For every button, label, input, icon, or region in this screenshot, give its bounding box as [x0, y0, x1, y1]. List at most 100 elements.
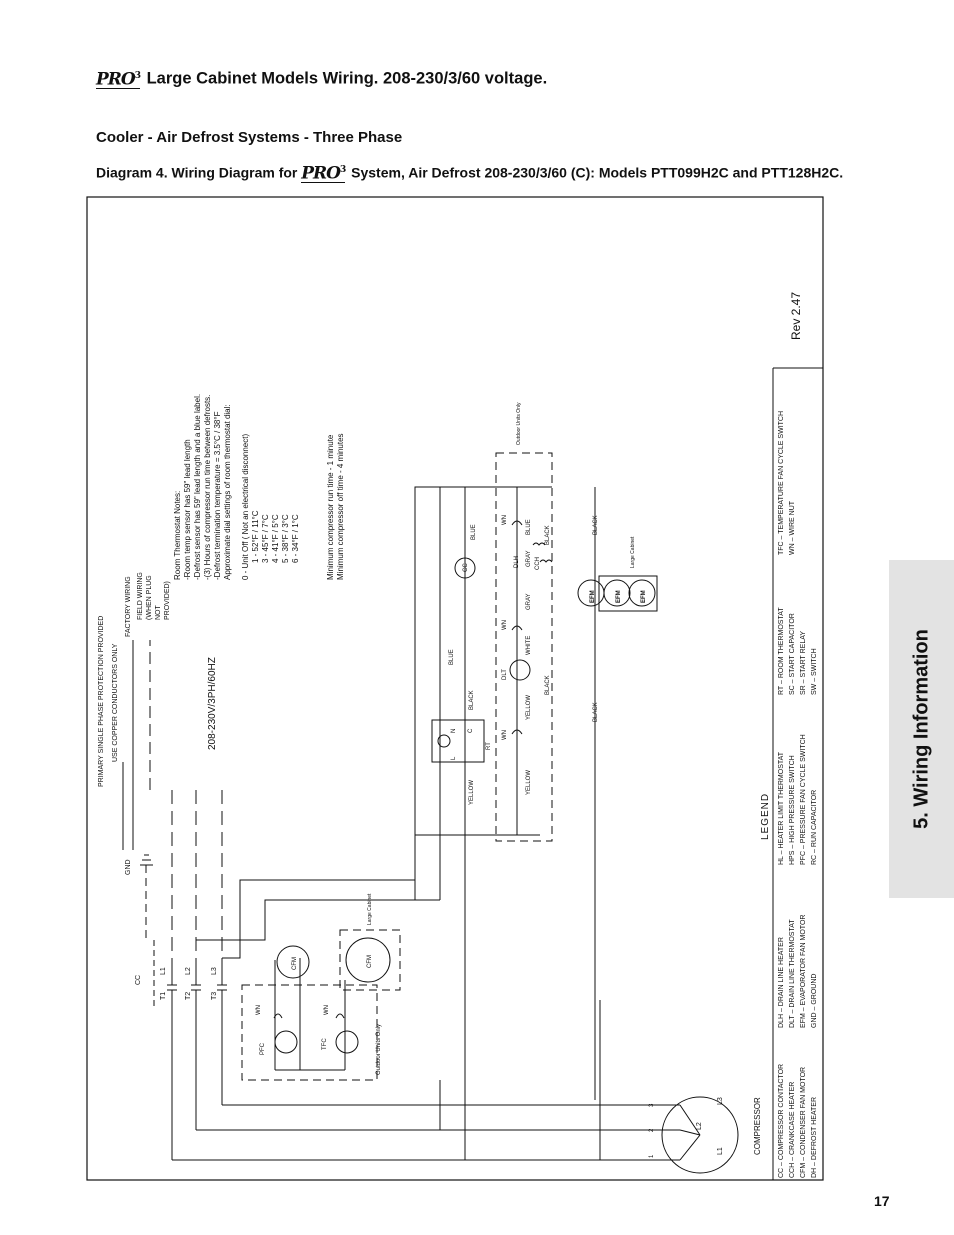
large-cabinet-label-cfm: Large Cabinet [367, 893, 373, 925]
wn-label-3: WN [502, 730, 508, 740]
power-supply-label: 208-230V/3PH/60HZ [207, 657, 218, 750]
wire-black-1: BLACK [469, 690, 475, 710]
rt-label: RT [486, 742, 492, 750]
outdoor-units-box-left [241, 984, 378, 1081]
compressor-term-1: 1 [649, 1154, 655, 1158]
cfm-label-1: CFM [292, 957, 298, 970]
contactor-contacts [167, 958, 227, 991]
thermostat-note-1: -Room temp sensor has 59" lead length [183, 439, 192, 580]
copper-note: USE COPPER CONDUCTORS ONLY [112, 643, 119, 762]
wire-black-5: BLACK [593, 515, 599, 535]
cc-l3-label: L3 [211, 967, 218, 975]
wire-yellow-3: YELLOW [526, 695, 532, 720]
compressor-l1-label: L1 [717, 1147, 724, 1155]
wn-label-2: WN [324, 1005, 330, 1015]
compressor-l3-label: L3 [717, 1097, 724, 1105]
legend-entry-rc: RC – RUN CAPACITOR [811, 790, 818, 865]
section-side-tab: 5. Wiring Information [889, 560, 954, 898]
wire-yellow-2: YELLOW [526, 770, 532, 795]
legend-entry-hps: HPS – HIGH PRESSURE SWITCH [789, 755, 796, 865]
wire-white: WHITE [526, 636, 532, 655]
field-wiring-label-2: (WHEN PLUG [146, 575, 153, 620]
tfc-label: TFC [322, 1038, 328, 1050]
large-cabinet-label-efm: Large Cabinet [630, 536, 636, 568]
gnd-label: GND [125, 859, 132, 875]
legend-entry-sc: SC – START CAPACITOR [789, 613, 796, 695]
legend-title: LEGEND [760, 793, 771, 840]
wn-label-5: WN [502, 515, 508, 525]
legend-entry-wn: WN – WIRE NUT [789, 500, 796, 555]
pro3-logo: PRO3 [96, 69, 141, 90]
field-wiring-label-1: FIELD WIRING [137, 572, 144, 620]
protection-note: PRIMARY SINGLE PHASE PROTECTION PROVIDED [98, 616, 105, 787]
outdoor-units-box-right [495, 452, 553, 842]
wire-yellow-1: YELLOW [469, 780, 475, 805]
efm-label-1: EFM [590, 590, 596, 603]
efm-label-3: EFM [641, 590, 647, 603]
wire-gray-2: GRAY [526, 550, 532, 567]
cch-label: CCH [535, 557, 541, 570]
cc-coil-label: CC [463, 563, 469, 572]
pfc-switch-symbol [274, 1030, 298, 1054]
cc-t2-label: T2 [185, 992, 192, 1000]
wn-label-1: WN [256, 1005, 262, 1015]
cfm-label-2: CFM [367, 955, 373, 968]
large-cabinet-box-cfm [339, 929, 401, 991]
cc-l1-label: L1 [160, 967, 167, 975]
compressor-label: COMPRESSOR [753, 1097, 762, 1155]
tfc-switch-symbol [335, 1030, 359, 1054]
wire-nut-symbols-right [511, 520, 523, 735]
factory-wiring-label: FACTORY WIRING [125, 576, 132, 637]
legend-entry-gnd: GND – GROUND [811, 974, 818, 1028]
compressor-windings [679, 1104, 701, 1161]
legend-entry-cch: CCH – CRANKCASE HEATER [789, 1082, 796, 1178]
legend-entry-cfm: CFM – CONDENSER FAN MOTOR [800, 1067, 807, 1178]
section-subtitle: Cooler - Air Defrost Systems - Three Pha… [96, 129, 403, 146]
cc-coil-symbol [454, 557, 476, 579]
efm-label-2: EFM [616, 590, 622, 603]
legend-entry-dlh: DLH – DRAIN LINE HEATER [778, 937, 785, 1028]
dlt-label: DLT [502, 669, 508, 680]
heater-coils [532, 542, 553, 563]
efm-motor-3 [628, 579, 656, 607]
pro3-logo-inline: PRO3 [301, 163, 346, 184]
legend-entry-tfc: TFC – TEMPERATURE FAN CYCLE SWITCH [778, 411, 785, 555]
wire-blue-3: BLUE [526, 519, 532, 535]
power-wires [171, 486, 680, 1161]
rt-term-n: N [451, 729, 457, 733]
wire-black-4: BLACK [593, 702, 599, 722]
rev-label: Rev 2.47 [789, 292, 803, 340]
field-wiring-label-4: PROVIDED) [164, 581, 171, 620]
wire-blue-1: BLUE [449, 649, 455, 665]
dlt-symbol [509, 659, 531, 681]
compressor-term-2: 2 [649, 1128, 655, 1132]
dial-setting-5: 5 - 38°F / 3°C [281, 514, 290, 563]
dial-setting-4: 4 - 41°F / 5°C [271, 514, 280, 563]
cfm-motor-2 [345, 937, 391, 983]
outdoor-units-label-right: Outdoor Units Only [516, 402, 522, 445]
rt-term-c: C [468, 728, 474, 733]
legend-entry-cc: CC – COMPRESSOR CONTACTOR [778, 1064, 785, 1178]
dial-setting-0: 0 - Unit Off ( Not an electrical disconn… [241, 434, 250, 580]
wire-gray-1: GRAY [526, 593, 532, 610]
thermostat-notes-title: Room Thermostat Notes: [173, 491, 182, 580]
compressor-term-3: 3 [649, 1103, 655, 1107]
rt-term-l: L [451, 756, 457, 760]
cc-t3-label: T3 [211, 992, 218, 1000]
room-thermostat-box [431, 719, 485, 763]
dial-setting-6: 6 - 34°F / 1°C [291, 514, 300, 563]
compressor-symbol [661, 1096, 739, 1174]
dial-setting-1: 1 - 52°F / 11°C [251, 510, 260, 563]
legend-entry-efm: EFM – EVAPORATOR FAN MOTOR [800, 915, 807, 1028]
legend-entry-sr: SR – START RELAY [800, 631, 807, 695]
wire-nut-symbols-left [273, 1013, 345, 1019]
outdoor-units-label-left: Outdoor Units Only [376, 1024, 382, 1075]
cc-t1-label: T1 [160, 992, 167, 1000]
cfm-motor-1 [276, 945, 310, 979]
cc-label: CC [135, 975, 142, 985]
min-run-time: Minimum compressor run time - 1 minute [326, 434, 335, 580]
wn-label-4: WN [502, 620, 508, 630]
legend-entry-hl: HL – HEATER LIMIT THERMOSTAT [778, 751, 785, 865]
pfc-label: PFC [260, 1042, 266, 1055]
